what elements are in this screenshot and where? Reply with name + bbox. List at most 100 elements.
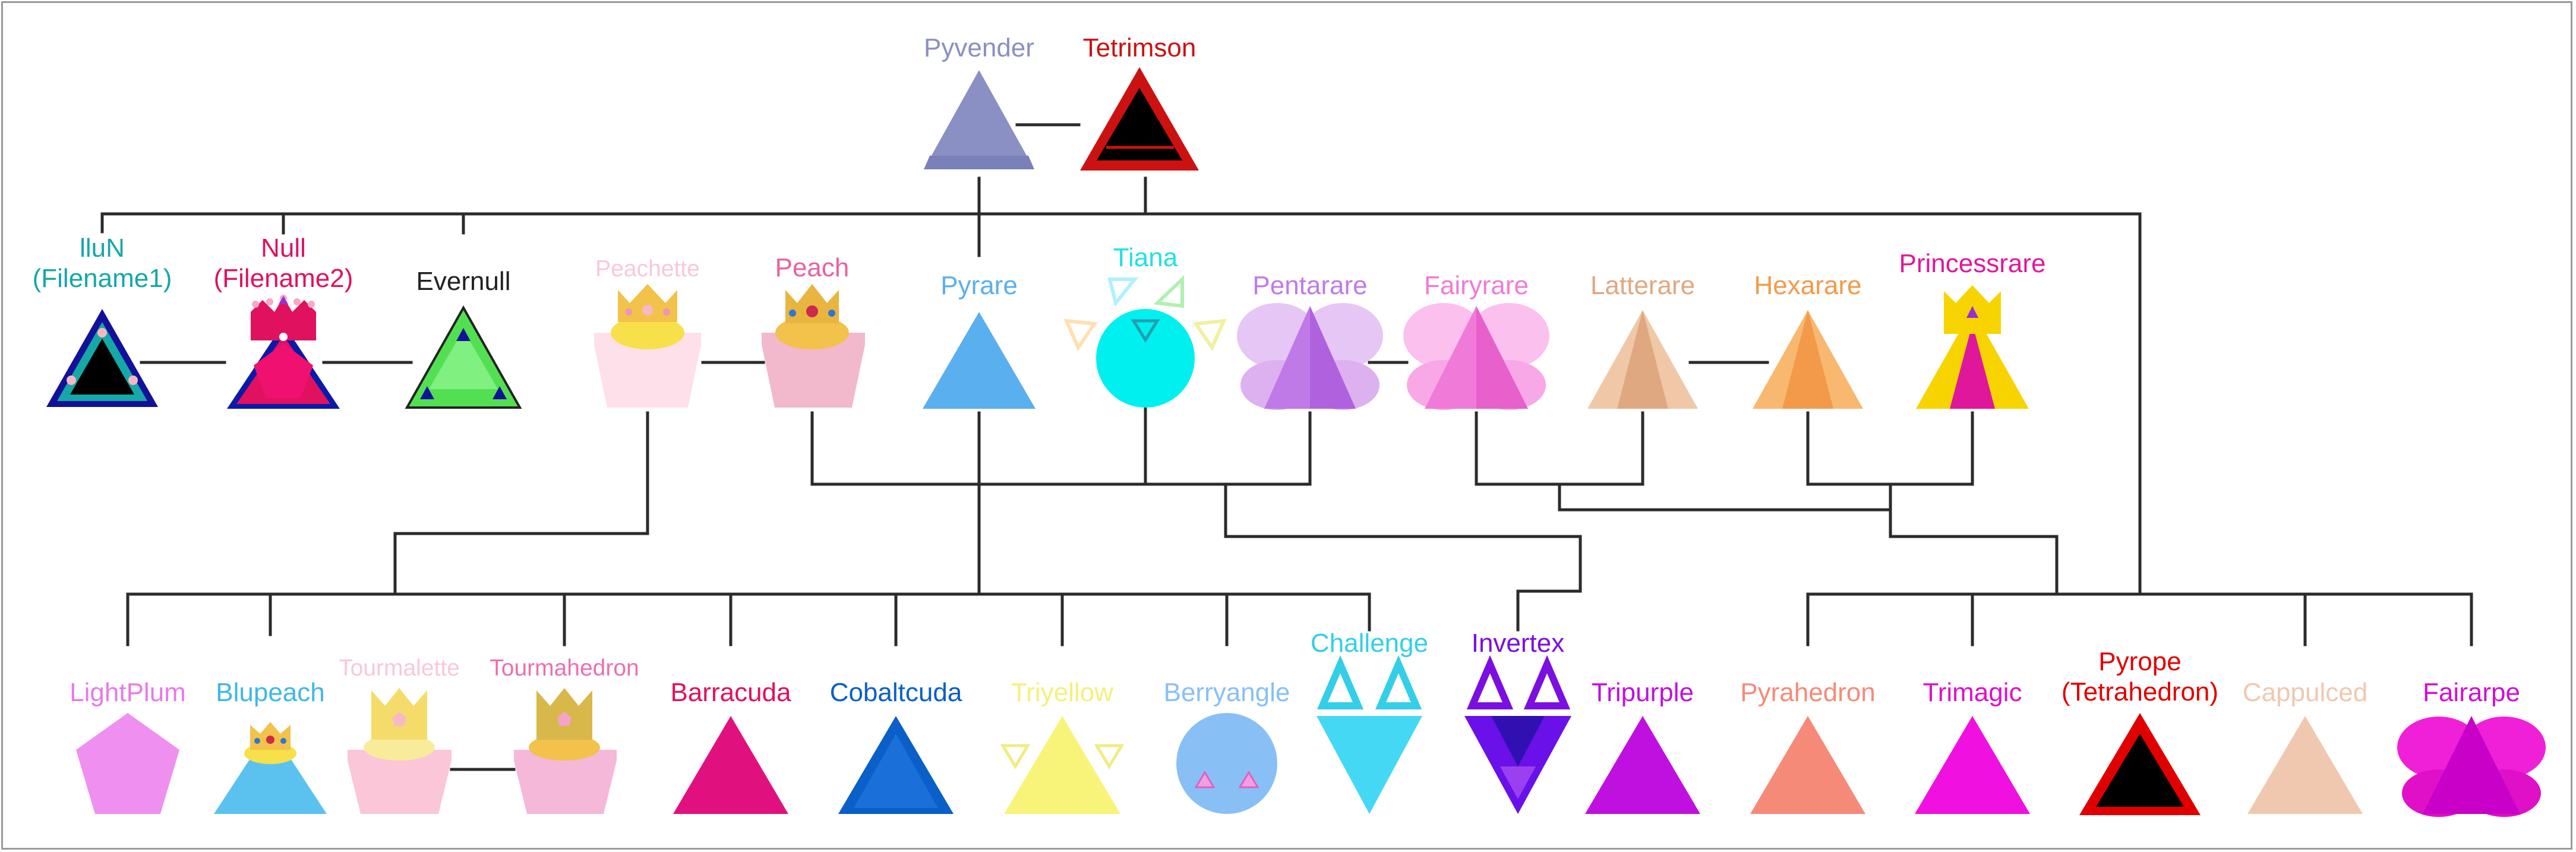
peach-icon xyxy=(762,284,865,408)
triangle-shape xyxy=(1750,716,1865,814)
node-label-triyellow: Triyellow xyxy=(1011,678,1113,707)
node-label-invertex: Invertex xyxy=(1472,629,1565,658)
node-label-llun: (Filename1) xyxy=(33,264,172,293)
triyellow-icon xyxy=(1000,716,1125,814)
node-label-tetrimson: Tetrimson xyxy=(1083,33,1197,62)
collar xyxy=(364,734,435,761)
node-label-null: (Filename2) xyxy=(214,264,353,293)
triangle-shade xyxy=(1310,306,1356,409)
node-label-latterare: Latterare xyxy=(1590,271,1695,300)
pyrare-icon xyxy=(923,312,1036,409)
ear-triangle xyxy=(1375,655,1422,709)
triangle-inner xyxy=(854,734,938,808)
tourmalette-icon xyxy=(348,688,452,814)
crown-gem xyxy=(280,738,286,744)
node-label-cappulced: Cappulced xyxy=(2243,678,2367,707)
ear-triangle xyxy=(1523,655,1571,709)
challenge-icon xyxy=(1317,655,1422,814)
pentagon-shape xyxy=(594,333,701,408)
node-label-tiana: Tiana xyxy=(1113,243,1178,272)
node-label-llun: lluN xyxy=(80,233,125,263)
crown-gem xyxy=(642,305,653,315)
tiana-icon xyxy=(1063,275,1227,408)
node-label-pyrope: Pyrope xyxy=(2098,647,2181,676)
triangle-stripe xyxy=(1617,310,1668,409)
node-label-hexarare: Hexarare xyxy=(1754,271,1862,300)
crown-gem xyxy=(663,308,670,315)
node-label-lightplum: LightPlum xyxy=(70,678,186,707)
node-label-pentarare: Pentarare xyxy=(1252,271,1367,300)
node-label-pyrahedron: Pyrahedron xyxy=(1740,678,1875,707)
connector xyxy=(1806,411,1974,486)
pentarare-icon xyxy=(1237,303,1383,410)
crown-gem xyxy=(252,301,259,308)
trimagic-icon xyxy=(1915,716,2030,814)
triangle-base xyxy=(924,156,1034,169)
triangle-center xyxy=(1950,324,1995,409)
corner-triangle xyxy=(493,386,507,399)
crown-gem xyxy=(625,308,632,315)
connector xyxy=(1558,482,1892,512)
null-icon xyxy=(227,295,340,409)
crown xyxy=(785,284,839,323)
triangle-core xyxy=(1097,88,1182,160)
aura-triangle xyxy=(1063,318,1098,352)
side-triangle xyxy=(1094,744,1125,769)
ear-triangle xyxy=(1317,655,1364,709)
aura-triangle xyxy=(1153,275,1184,308)
node-label-peach: Peach xyxy=(775,253,850,282)
aura-triangle xyxy=(1192,318,1227,352)
eye-triangle xyxy=(1238,771,1259,788)
crown-gem xyxy=(266,736,274,744)
tourmahedron-icon xyxy=(514,688,617,814)
eye-triangle xyxy=(1194,771,1216,788)
invertex-icon xyxy=(1464,655,1571,814)
triangle-core xyxy=(70,339,134,395)
node-label-pyrare: Pyrare xyxy=(940,271,1018,300)
fairarpe-icon xyxy=(2397,716,2546,817)
node-label-blupeach: Blupeach xyxy=(216,678,324,707)
node-label-tripurple: Tripurple xyxy=(1592,678,1694,707)
pentagon-shape xyxy=(762,333,865,408)
triangle-shape xyxy=(924,70,1034,169)
triangle-body xyxy=(2423,716,2520,814)
triangle-stripe xyxy=(1782,310,1833,409)
node-label-peachette: Peachette xyxy=(595,256,700,282)
pyrahedron-icon xyxy=(1750,716,1865,814)
crown-gem xyxy=(254,738,260,744)
latterare-icon xyxy=(1587,310,1698,409)
cobaltcuda-icon xyxy=(838,716,954,814)
circle-shape xyxy=(1096,309,1195,408)
inner-triangle xyxy=(1131,319,1160,343)
pentagon-shape xyxy=(76,713,179,814)
collar xyxy=(775,316,849,349)
corner-triangle xyxy=(420,386,434,399)
node-label-null: Null xyxy=(261,233,306,263)
node-label-tourmalette: Tourmalette xyxy=(339,655,460,681)
crown-gem xyxy=(557,712,572,726)
ear-triangle xyxy=(1466,655,1514,709)
triangle-body xyxy=(214,728,327,814)
node-label-princessrare: Princessrare xyxy=(1899,249,2046,278)
connector-lines xyxy=(100,123,2473,771)
circle-shape xyxy=(1176,713,1277,814)
connector xyxy=(1224,482,1582,632)
hexarare-icon xyxy=(1753,310,1863,409)
node-label-evernull: Evernull xyxy=(416,267,511,296)
connector xyxy=(393,411,649,596)
tetrimson-icon xyxy=(1080,67,1199,171)
pentagon-core xyxy=(254,343,313,398)
lightplum-icon xyxy=(76,713,179,814)
inner-triangle xyxy=(1500,766,1536,799)
triangle-shape xyxy=(1585,716,1700,814)
tripurple-icon xyxy=(1585,716,1700,814)
connector xyxy=(810,411,1312,486)
cappulced-icon xyxy=(2247,716,2363,814)
inverted-triangle xyxy=(1317,716,1422,814)
crown-gem xyxy=(789,310,796,317)
crown-gem xyxy=(806,305,818,317)
triangle-shape xyxy=(673,716,788,814)
crown-tip xyxy=(279,296,288,304)
crown-gem xyxy=(392,712,406,726)
